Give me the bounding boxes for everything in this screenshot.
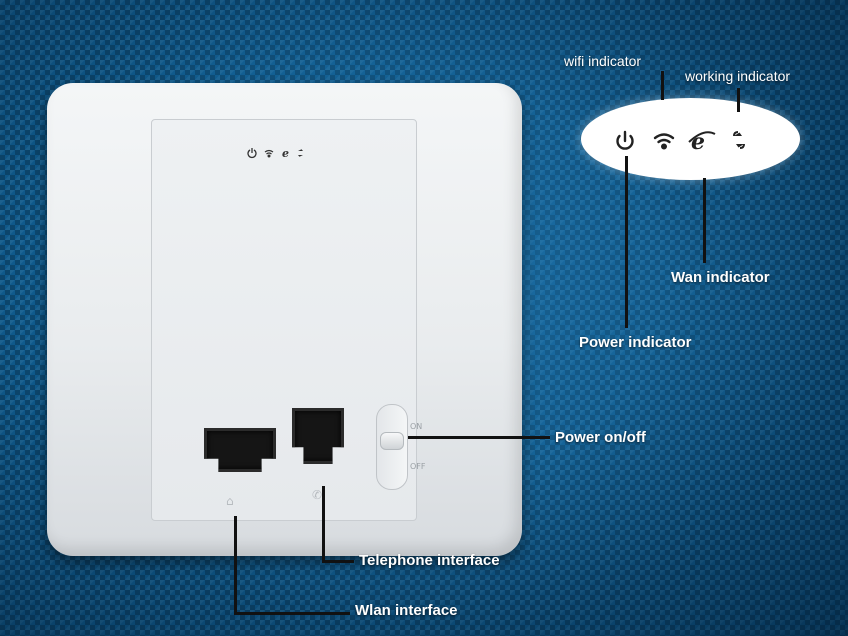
internet-explorer-icon: e	[688, 129, 716, 155]
small-power-icon	[247, 148, 257, 159]
working-leader-line	[737, 88, 740, 112]
indicator-icons: e	[616, 129, 745, 155]
power-icon	[616, 130, 634, 150]
switch-on-label: ON	[410, 422, 423, 431]
refresh-icon	[733, 131, 745, 149]
device-led-row: e	[247, 147, 303, 160]
wlan-leader-line-h	[234, 612, 350, 615]
wan-leader-line	[703, 178, 706, 263]
indicator-callout: e	[581, 98, 800, 180]
wifi-indicator-label: wifi indicator	[564, 53, 642, 69]
phone-port-icon: ✆	[312, 488, 323, 502]
telephone-leader-line-h	[322, 560, 354, 563]
power-switch-label: Power on/off	[555, 429, 646, 446]
power-leader-line	[625, 156, 628, 328]
switch-knob[interactable]	[380, 432, 404, 450]
small-refresh-icon	[298, 149, 303, 157]
power-indicator-label: Power indicator	[579, 334, 692, 351]
wan-indicator-label: Wan indicator	[671, 269, 770, 286]
wall-router-device: e ⌂ ✆ ON OFF	[47, 83, 522, 556]
wifi-leader-line	[661, 71, 664, 100]
power-switch[interactable]	[376, 404, 408, 490]
svg-text:e: e	[691, 129, 705, 155]
device-faceplate: e ⌂ ✆ ON OFF	[151, 119, 426, 521]
telephone-port	[292, 408, 344, 464]
small-internet-explorer-icon: e	[282, 147, 289, 160]
small-wifi-icon	[264, 149, 274, 158]
power-switch-leader-line	[408, 436, 550, 439]
wlan-port	[204, 428, 276, 472]
switch-off-label: OFF	[410, 462, 426, 471]
network-port-icon: ⌂	[226, 494, 234, 508]
svg-text:e: e	[282, 147, 289, 160]
working-indicator-label: working indicator	[685, 68, 791, 84]
wlan-interface-label: Wlan interface	[355, 602, 458, 619]
telephone-interface-label: Telephone interface	[359, 552, 500, 569]
wifi-icon	[653, 133, 675, 150]
wlan-leader-line-v	[234, 516, 237, 614]
telephone-leader-line-v	[322, 486, 325, 562]
